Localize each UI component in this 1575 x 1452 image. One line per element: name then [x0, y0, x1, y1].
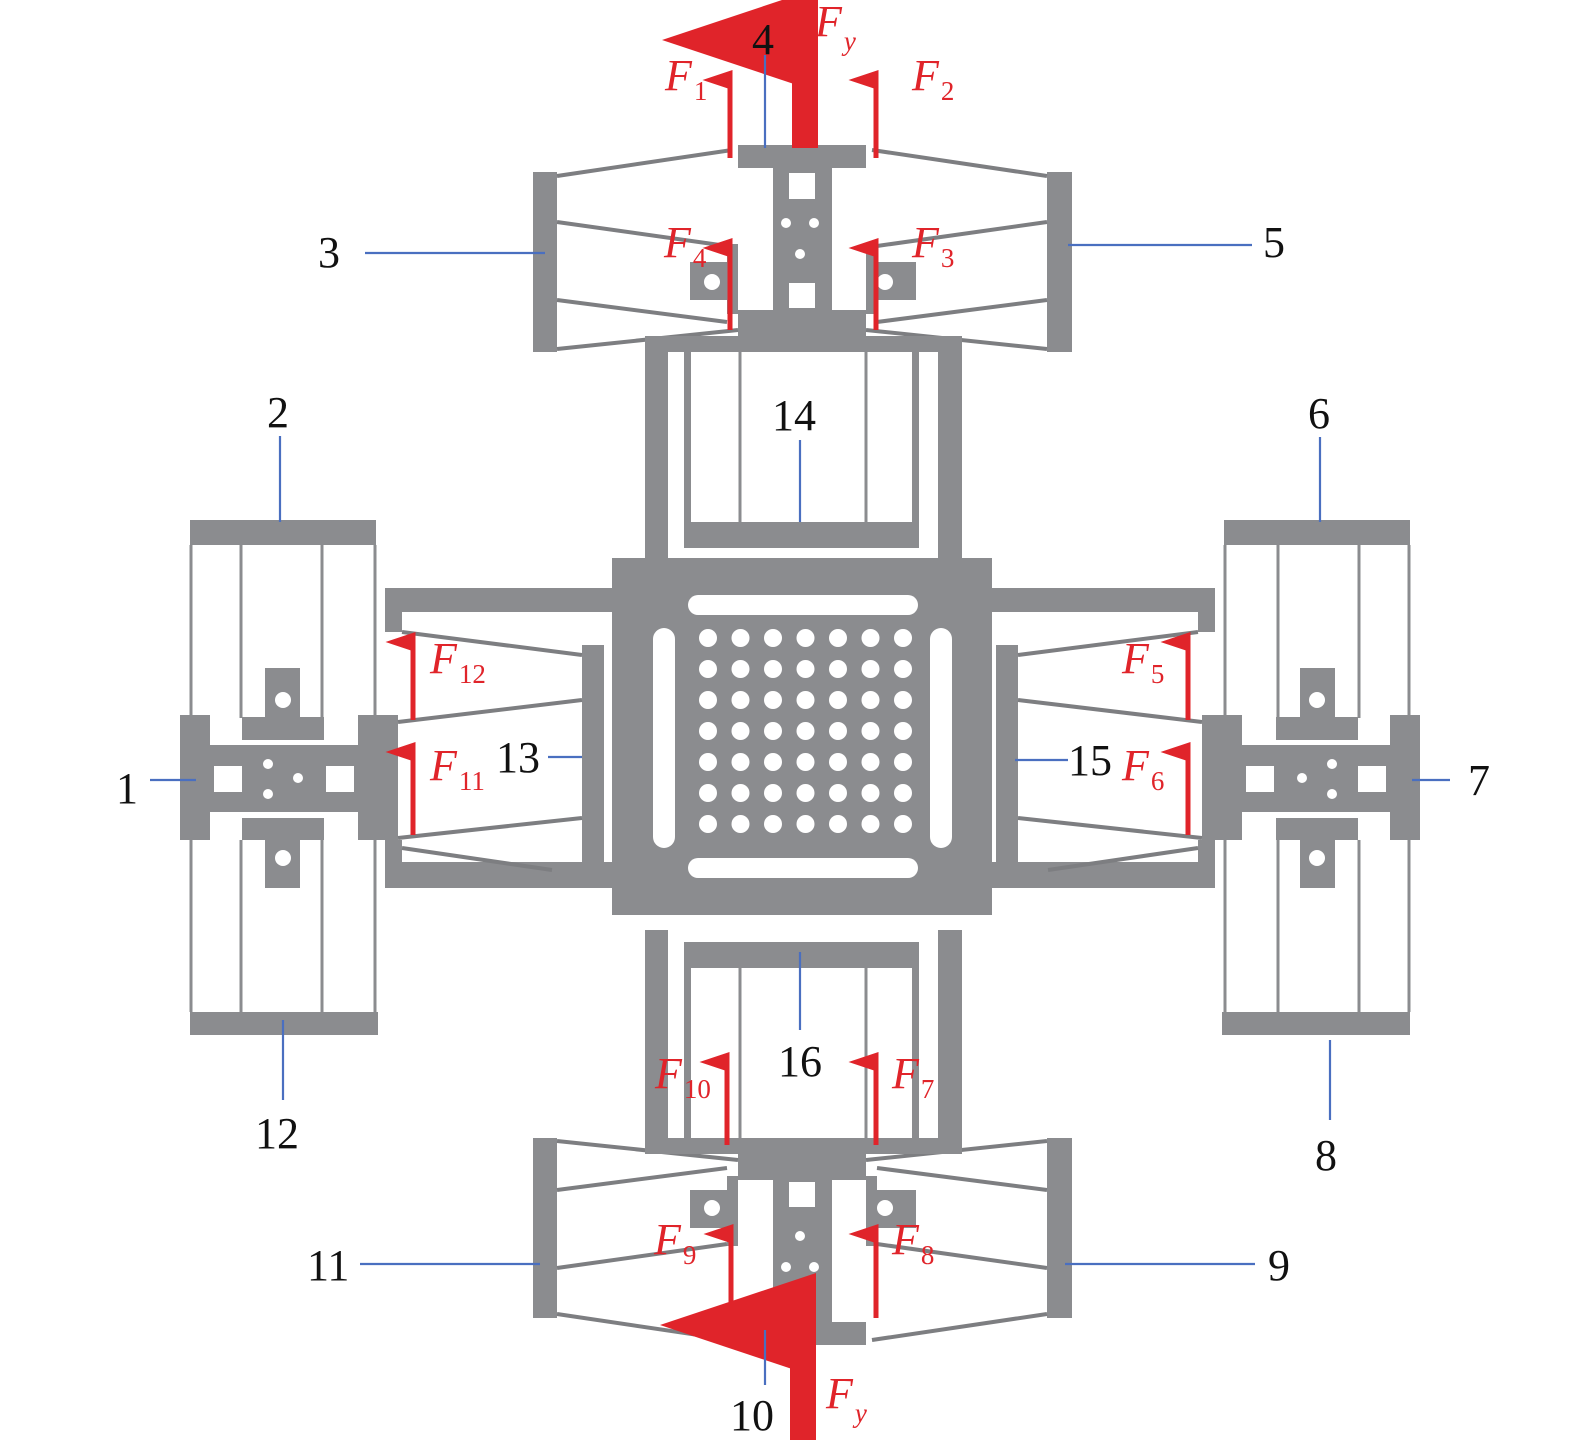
- platform-hole: [731, 784, 750, 802]
- label-11: 11: [307, 1241, 349, 1290]
- force-label-f3: F3: [911, 218, 954, 273]
- platform-hole: [829, 629, 847, 647]
- force-label-fy-top: Fy: [814, 0, 856, 56]
- platform-hole: [699, 784, 717, 802]
- platform-hole: [796, 691, 815, 709]
- platform-hole: [731, 815, 750, 833]
- platform-hole: [796, 722, 815, 740]
- platform-hole: [894, 722, 912, 740]
- label-8: 8: [1315, 1131, 1337, 1180]
- platform-hole: [699, 629, 717, 647]
- force-label-f9: F9: [653, 1215, 696, 1270]
- platform-hole: [731, 629, 750, 647]
- label-13: 13: [496, 733, 540, 782]
- platform-hole: [894, 753, 912, 771]
- platform-hole: [699, 691, 717, 709]
- platform-hole: [829, 784, 847, 802]
- platform-hole: [764, 815, 782, 833]
- platform-hole: [699, 722, 717, 740]
- force-label-f6: F6: [1121, 741, 1164, 796]
- platform-hole: [731, 722, 750, 740]
- center-platform: [612, 558, 992, 915]
- platform-hole: [699, 815, 717, 833]
- platform-hole: [861, 660, 880, 678]
- force-label-f7: F7: [891, 1049, 934, 1104]
- platform-hole: [829, 722, 847, 740]
- platform-hole: [861, 753, 880, 771]
- platform-hole: [764, 660, 782, 678]
- platform-hole: [764, 722, 782, 740]
- platform-hole: [894, 784, 912, 802]
- platform-hole: [796, 784, 815, 802]
- label-3: 3: [318, 228, 340, 277]
- label-7: 7: [1468, 756, 1490, 805]
- platform-hole: [796, 660, 815, 678]
- platform-hole: [731, 691, 750, 709]
- force-label-f10: F10: [654, 1049, 711, 1104]
- platform-hole: [764, 784, 782, 802]
- force-label-fy-bottom: Fy: [825, 1369, 867, 1428]
- platform-hole: [894, 629, 912, 647]
- label-10: 10: [730, 1391, 774, 1440]
- platform-hole: [699, 753, 717, 771]
- force-label-f5: F5: [1121, 634, 1164, 689]
- platform-hole: [861, 722, 880, 740]
- right-amplifier: [983, 518, 1422, 1037]
- platform-hole: [829, 691, 847, 709]
- platform-hole: [894, 660, 912, 678]
- label-15: 15: [1068, 736, 1112, 785]
- leader-lines: [150, 55, 1450, 1385]
- label-6: 6: [1308, 389, 1330, 438]
- label-5: 5: [1263, 218, 1285, 267]
- platform-hole: [829, 660, 847, 678]
- label-2: 2: [267, 388, 289, 437]
- platform-hole: [731, 753, 750, 771]
- platform-hole: [861, 629, 880, 647]
- force-label-f4: F4: [663, 218, 707, 273]
- part-labels: 1 2 3 4 5 6 7 8 9 10 11 12 13 14 15 16: [116, 15, 1490, 1440]
- platform-hole: [894, 815, 912, 833]
- platform-hole: [699, 660, 717, 678]
- label-12: 12: [255, 1109, 299, 1158]
- platform-hole: [796, 753, 815, 771]
- platform-hole: [861, 691, 880, 709]
- label-16: 16: [778, 1037, 822, 1086]
- platform-hole: [796, 629, 815, 647]
- platform-hole: [796, 815, 815, 833]
- force-label-f2: F2: [911, 51, 954, 106]
- platform-hole: [764, 629, 782, 647]
- force-arrows: [385, 0, 1191, 1440]
- label-4: 4: [752, 15, 774, 64]
- top-amplifier: [531, 143, 1074, 562]
- label-9: 9: [1268, 1241, 1290, 1290]
- platform-hole: [829, 753, 847, 771]
- platform-hole: [764, 691, 782, 709]
- force-labels: Fy Fy F1 F2 F4 F3 F12 F11 F5 F6 F10 F7 F…: [429, 0, 1164, 1428]
- platform-hole: [894, 691, 912, 709]
- platform-hole: [861, 784, 880, 802]
- bottom-amplifier: [531, 928, 1074, 1347]
- force-label-f11: F11: [429, 741, 485, 796]
- platform-hole: [731, 660, 750, 678]
- left-amplifier: [178, 518, 617, 1037]
- force-label-f8: F8: [891, 1215, 934, 1270]
- platform-hole: [764, 753, 782, 771]
- force-label-f12: F12: [429, 634, 486, 689]
- force-label-f1: F1: [664, 51, 707, 106]
- label-14: 14: [772, 391, 816, 440]
- platform-hole: [861, 815, 880, 833]
- label-1: 1: [116, 764, 138, 813]
- platform-hole: [829, 815, 847, 833]
